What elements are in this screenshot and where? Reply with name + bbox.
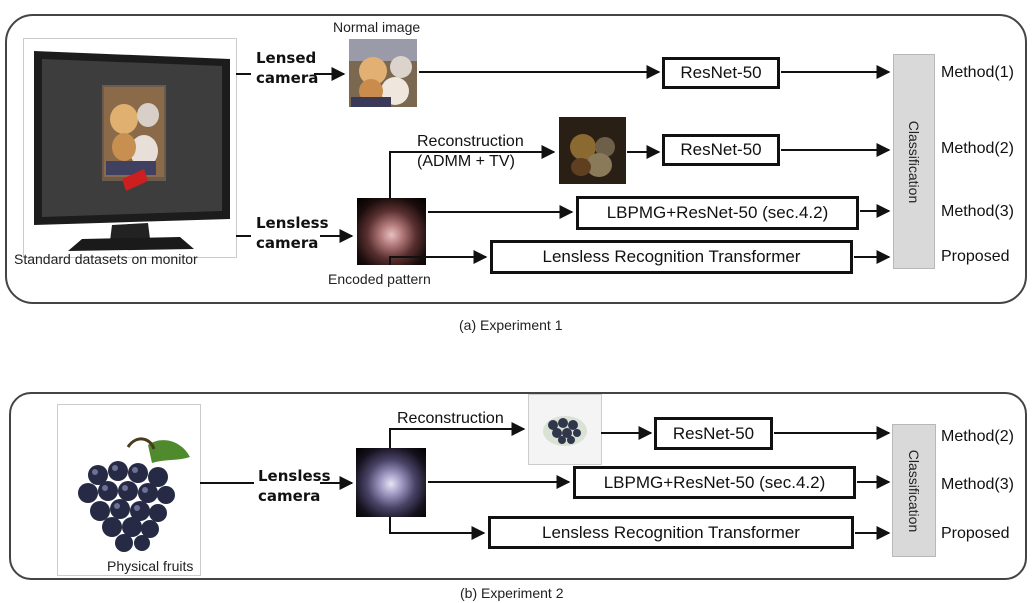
output-method2-b: Method(2)	[941, 428, 1014, 445]
encoded-pattern-image	[357, 198, 426, 265]
arrow-pattern-to-recon-b	[389, 422, 526, 448]
lensed-camera-label: Lensed camera	[256, 48, 318, 88]
resnet50-box-method2: ResNet-50	[662, 134, 780, 166]
output-method2: Method(2)	[941, 140, 1014, 157]
output-method3: Method(3)	[941, 203, 1014, 220]
output-proposed-b: Proposed	[941, 525, 1010, 542]
experiment2-caption: (b) Experiment 2	[460, 585, 564, 601]
lensed-camera-line1: Lensed	[256, 49, 317, 67]
classification-block: Classification	[893, 54, 935, 269]
lensed-camera-line2: camera	[256, 69, 319, 87]
monitor-label: Standard datasets on monitor	[14, 251, 198, 267]
reconstruction-label: Reconstruction (ADMM + TV)	[417, 132, 524, 172]
resnet50-box-method1: ResNet-50	[662, 57, 780, 89]
lbpmg-resnet50-box: LBPMG+ResNet-50 (sec.4.2)	[576, 196, 859, 230]
lensless-camera-label-b: Lensless camera	[258, 466, 331, 506]
reconstructed-image-thumbnail	[559, 117, 626, 184]
classification-block-b: Classification	[892, 424, 936, 557]
output-method3-b: Method(3)	[941, 476, 1014, 493]
reconstruction-label-b: Reconstruction	[397, 410, 504, 427]
experiment1-panel	[5, 14, 1027, 304]
arrow-pattern-to-recon	[389, 145, 556, 198]
lensless-camera-line2: camera	[256, 234, 319, 252]
monitor-image	[23, 38, 237, 258]
output-method1: Method(1)	[941, 64, 1014, 81]
lensless-recognition-transformer-box: Lensless Recognition Transformer	[490, 240, 853, 274]
normal-image-thumbnail	[349, 39, 417, 107]
reconstructed-image-thumbnail-b	[528, 394, 602, 465]
experiment2-panel	[9, 392, 1027, 580]
experiment1-caption: (a) Experiment 1	[459, 317, 563, 333]
lensless-camera-b-line2: camera	[258, 487, 321, 505]
lbpmg-resnet50-box-b: LBPMG+ResNet-50 (sec.4.2)	[573, 466, 856, 499]
arrow-pattern-to-transformer-b	[389, 517, 486, 540]
arrow-pattern-to-transformer	[389, 250, 488, 265]
reconstruction-line1: Reconstruction	[417, 133, 524, 150]
resnet50-box-b: ResNet-50	[654, 417, 773, 450]
lensless-camera-line1: Lensless	[256, 214, 329, 232]
lensless-camera-label: Lensless camera	[256, 213, 329, 253]
fruit-label: Physical fruits	[107, 558, 194, 574]
normal-image-label: Normal image	[333, 19, 421, 35]
encoded-pattern-image-b	[356, 448, 426, 517]
reconstruction-line2: (ADMM + TV)	[417, 153, 515, 170]
lensless-recognition-transformer-box-b: Lensless Recognition Transformer	[488, 516, 854, 549]
lensless-camera-b-line1: Lensless	[258, 467, 331, 485]
encoded-pattern-label: Encoded pattern	[328, 271, 431, 287]
output-proposed: Proposed	[941, 248, 1010, 265]
fruit-image	[57, 404, 201, 576]
